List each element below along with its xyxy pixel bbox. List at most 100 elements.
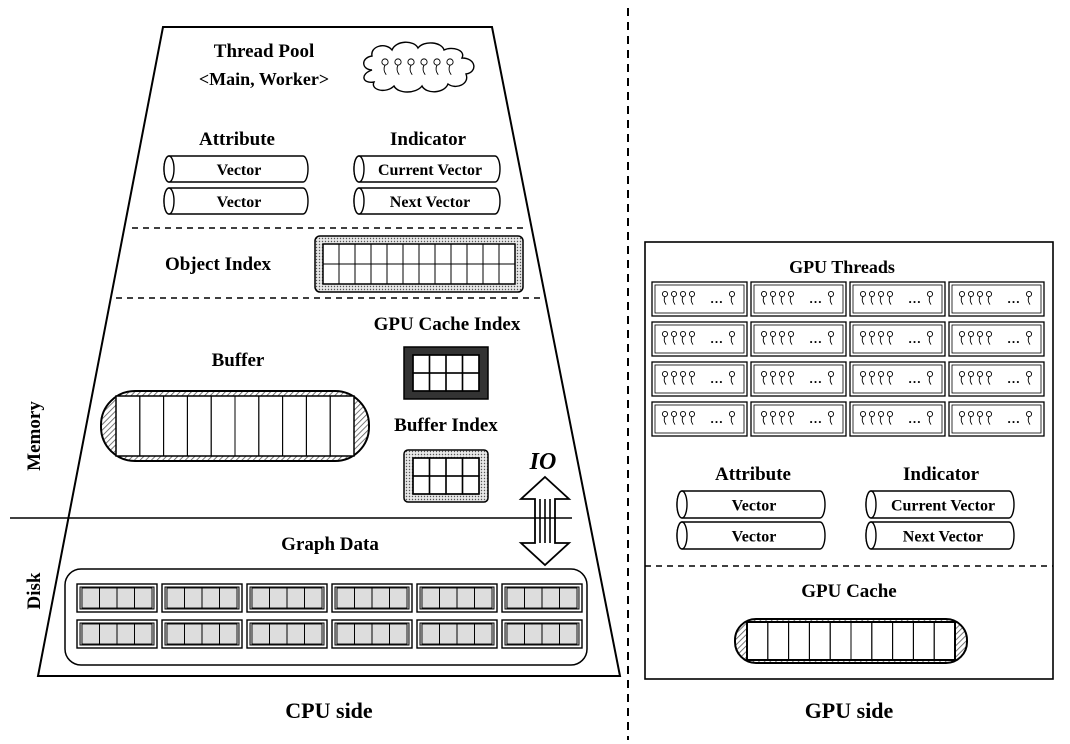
graph-data-cell [219,623,238,645]
cpu-next-vector-label: Next Vector [390,194,470,211]
gpu-side-label: GPU side [805,698,894,723]
thread-cloud-icon [363,41,475,93]
graph-data-cell [389,587,408,609]
thread-ellipsis: … [908,331,921,346]
cpu-current-vector-label: Current Vector [378,162,482,179]
thread-ellipsis: … [710,331,723,346]
gpu-cache-index-cell [461,372,480,392]
gpu-thread-block: … [651,281,748,317]
gpu-thread-block: … [849,361,946,397]
gpu-thread-block: … [948,361,1045,397]
graph-data-cell [559,587,578,609]
graph-data-cell [304,587,323,609]
gpu-cache-index-label: GPU Cache Index [374,314,521,335]
io-arrow-icon [518,475,572,567]
graph-data-block [246,619,328,649]
gpu-thread-block: … [750,281,847,317]
cpu-attribute-vector-label: Vector [217,194,262,211]
thread-ellipsis: … [908,291,921,306]
gpu-cache-array [734,618,968,664]
graph-data-cell [219,587,238,609]
buffer-index-cell [461,475,480,495]
graph-data-label: Graph Data [281,534,379,555]
gpu-thread-block: … [750,361,847,397]
graph-data-block [416,583,498,613]
object-index-label: Object Index [165,254,272,275]
cpu-attribute-vector-label: Vector [217,162,262,179]
object-index-array [314,235,524,293]
thread-ellipsis: … [908,411,921,426]
gpu-threads-label: GPU Threads [789,257,895,277]
gpu-thread-block: … [948,401,1045,437]
gpu-thread-block: … [651,361,748,397]
gpu-attribute-vector-label: Vector [732,498,777,515]
gpu-box [644,241,1054,680]
gpu-thread-block: … [651,401,748,437]
graph-data-cell [134,587,153,609]
thread-ellipsis: … [809,331,822,346]
buffer-index-array [403,449,489,503]
graph-data-block [161,619,243,649]
graph-data-cell [304,623,323,645]
buffer-cell [329,395,355,457]
thread-ellipsis: … [1007,371,1020,386]
gpu-next-vector: Next Vector [865,521,1015,550]
cpu-side: Thread Pool <Main, Worker> Attribute Ind… [10,26,622,723]
gpu-current-vector: Current Vector [865,490,1015,519]
graph-data-cell [389,623,408,645]
graph-data-store [64,568,588,666]
gpu-thread-block: … [651,321,748,357]
thread-ellipsis: … [908,371,921,386]
buffer-array [100,390,370,462]
gpu-attribute-label: Attribute [715,464,791,485]
cpu-attribute-label: Attribute [199,129,275,150]
graph-data-cell [134,623,153,645]
gpu-side: GPU Threads ………………………………………… Attribute I… [644,241,1054,723]
gpu-thread-block: … [750,321,847,357]
disk-label: Disk [24,572,45,609]
graph-data-block [331,619,413,649]
cpu-attribute-vector: Vector [163,187,309,215]
memory-label: Memory [24,401,45,471]
buffer-label: Buffer [212,350,265,371]
thread-ellipsis: … [809,411,822,426]
gpu-attribute-vector: Vector [676,490,826,519]
thread-ellipsis: … [1007,291,1020,306]
object-index-cell [498,263,516,285]
graph-data-block [416,619,498,649]
graph-data-cell [559,623,578,645]
thread-pool-subtitle: <Main, Worker> [199,69,329,89]
thread-ellipsis: … [710,371,723,386]
thread-ellipsis: … [1007,411,1020,426]
cpu-current-vector: Current Vector [353,155,501,183]
graph-data-block [501,583,583,613]
gpu-thread-block: … [750,401,847,437]
thread-pool-title: Thread Pool [214,41,314,62]
graph-data-block [76,619,158,649]
graph-data-block [331,583,413,613]
cpu-trapezoid [36,26,622,677]
io-label: IO [529,449,557,475]
gpu-thread-block: … [849,281,946,317]
thread-ellipsis: … [1007,331,1020,346]
graph-data-block [76,583,158,613]
buffer-index-label: Buffer Index [394,415,498,436]
gpu-next-vector-label: Next Vector [903,529,983,546]
cpu-attribute-vector: Vector [163,155,309,183]
cpu-next-vector: Next Vector [353,187,501,215]
gpu-attribute-vector: Vector [676,521,826,550]
graph-data-block [501,619,583,649]
gpu-thread-grid: … … … … … … … … … … … … … … … … [651,281,1045,437]
gpu-thread-block: … [849,401,946,437]
gpu-attribute-vector-label: Vector [732,529,777,546]
gpu-thread-block: … [849,321,946,357]
thread-ellipsis: … [710,291,723,306]
gpu-thread-block: … [948,281,1045,317]
thread-ellipsis: … [809,371,822,386]
thread-ellipsis: … [710,411,723,426]
graph-data-cell [474,587,493,609]
graph-data-block [246,583,328,613]
graph-data-cell [474,623,493,645]
gpu-current-vector-label: Current Vector [891,498,995,515]
